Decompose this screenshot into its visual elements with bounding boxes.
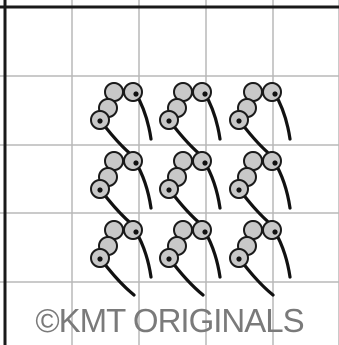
bead-2 [124,221,142,239]
thread-exit-dot [133,91,138,96]
thread-exit-dot [202,91,207,96]
thread-exit-dot [133,160,138,165]
thread-exit-dot [97,256,102,261]
thread-exit-dot [236,256,241,261]
thread-exit-dot [166,187,171,192]
thread-exit-dot [97,187,102,192]
beaded-stitch-3-3 [230,221,290,295]
bead-2 [124,83,142,101]
beaded-stitch-3-1 [91,221,151,295]
beaded-stitch-1-1 [91,83,151,157]
bead-2 [263,152,281,170]
bead-2 [193,83,211,101]
bead-2 [193,221,211,239]
thread-exit-dot [272,91,277,96]
thread-exit-dot [202,160,207,165]
thread-exit-dot [236,187,241,192]
bead-2 [193,152,211,170]
beaded-stitch-2-2 [160,152,220,226]
thread-exit-dot [272,229,277,234]
beaded-stitch-2-1 [91,152,151,226]
thread-exit-dot [166,256,171,261]
beaded-stitch-3-2 [160,221,220,295]
copyright-text: ©KMT ORIGINALS [0,300,339,342]
thread-exit-dot [272,160,277,165]
bead-2 [263,221,281,239]
thread-exit-dot [236,118,241,123]
bead-2 [263,83,281,101]
bead-2 [124,152,142,170]
thread-exit-dot [133,229,138,234]
thread-exit-dot [97,118,102,123]
thread-exit-dot [202,229,207,234]
beaded-stitch-2-3 [230,152,290,226]
beaded-stitch-1-3 [230,83,290,157]
thread-exit-dot [166,118,171,123]
stitch-motifs [91,83,290,295]
beaded-stitch-1-2 [160,83,220,157]
